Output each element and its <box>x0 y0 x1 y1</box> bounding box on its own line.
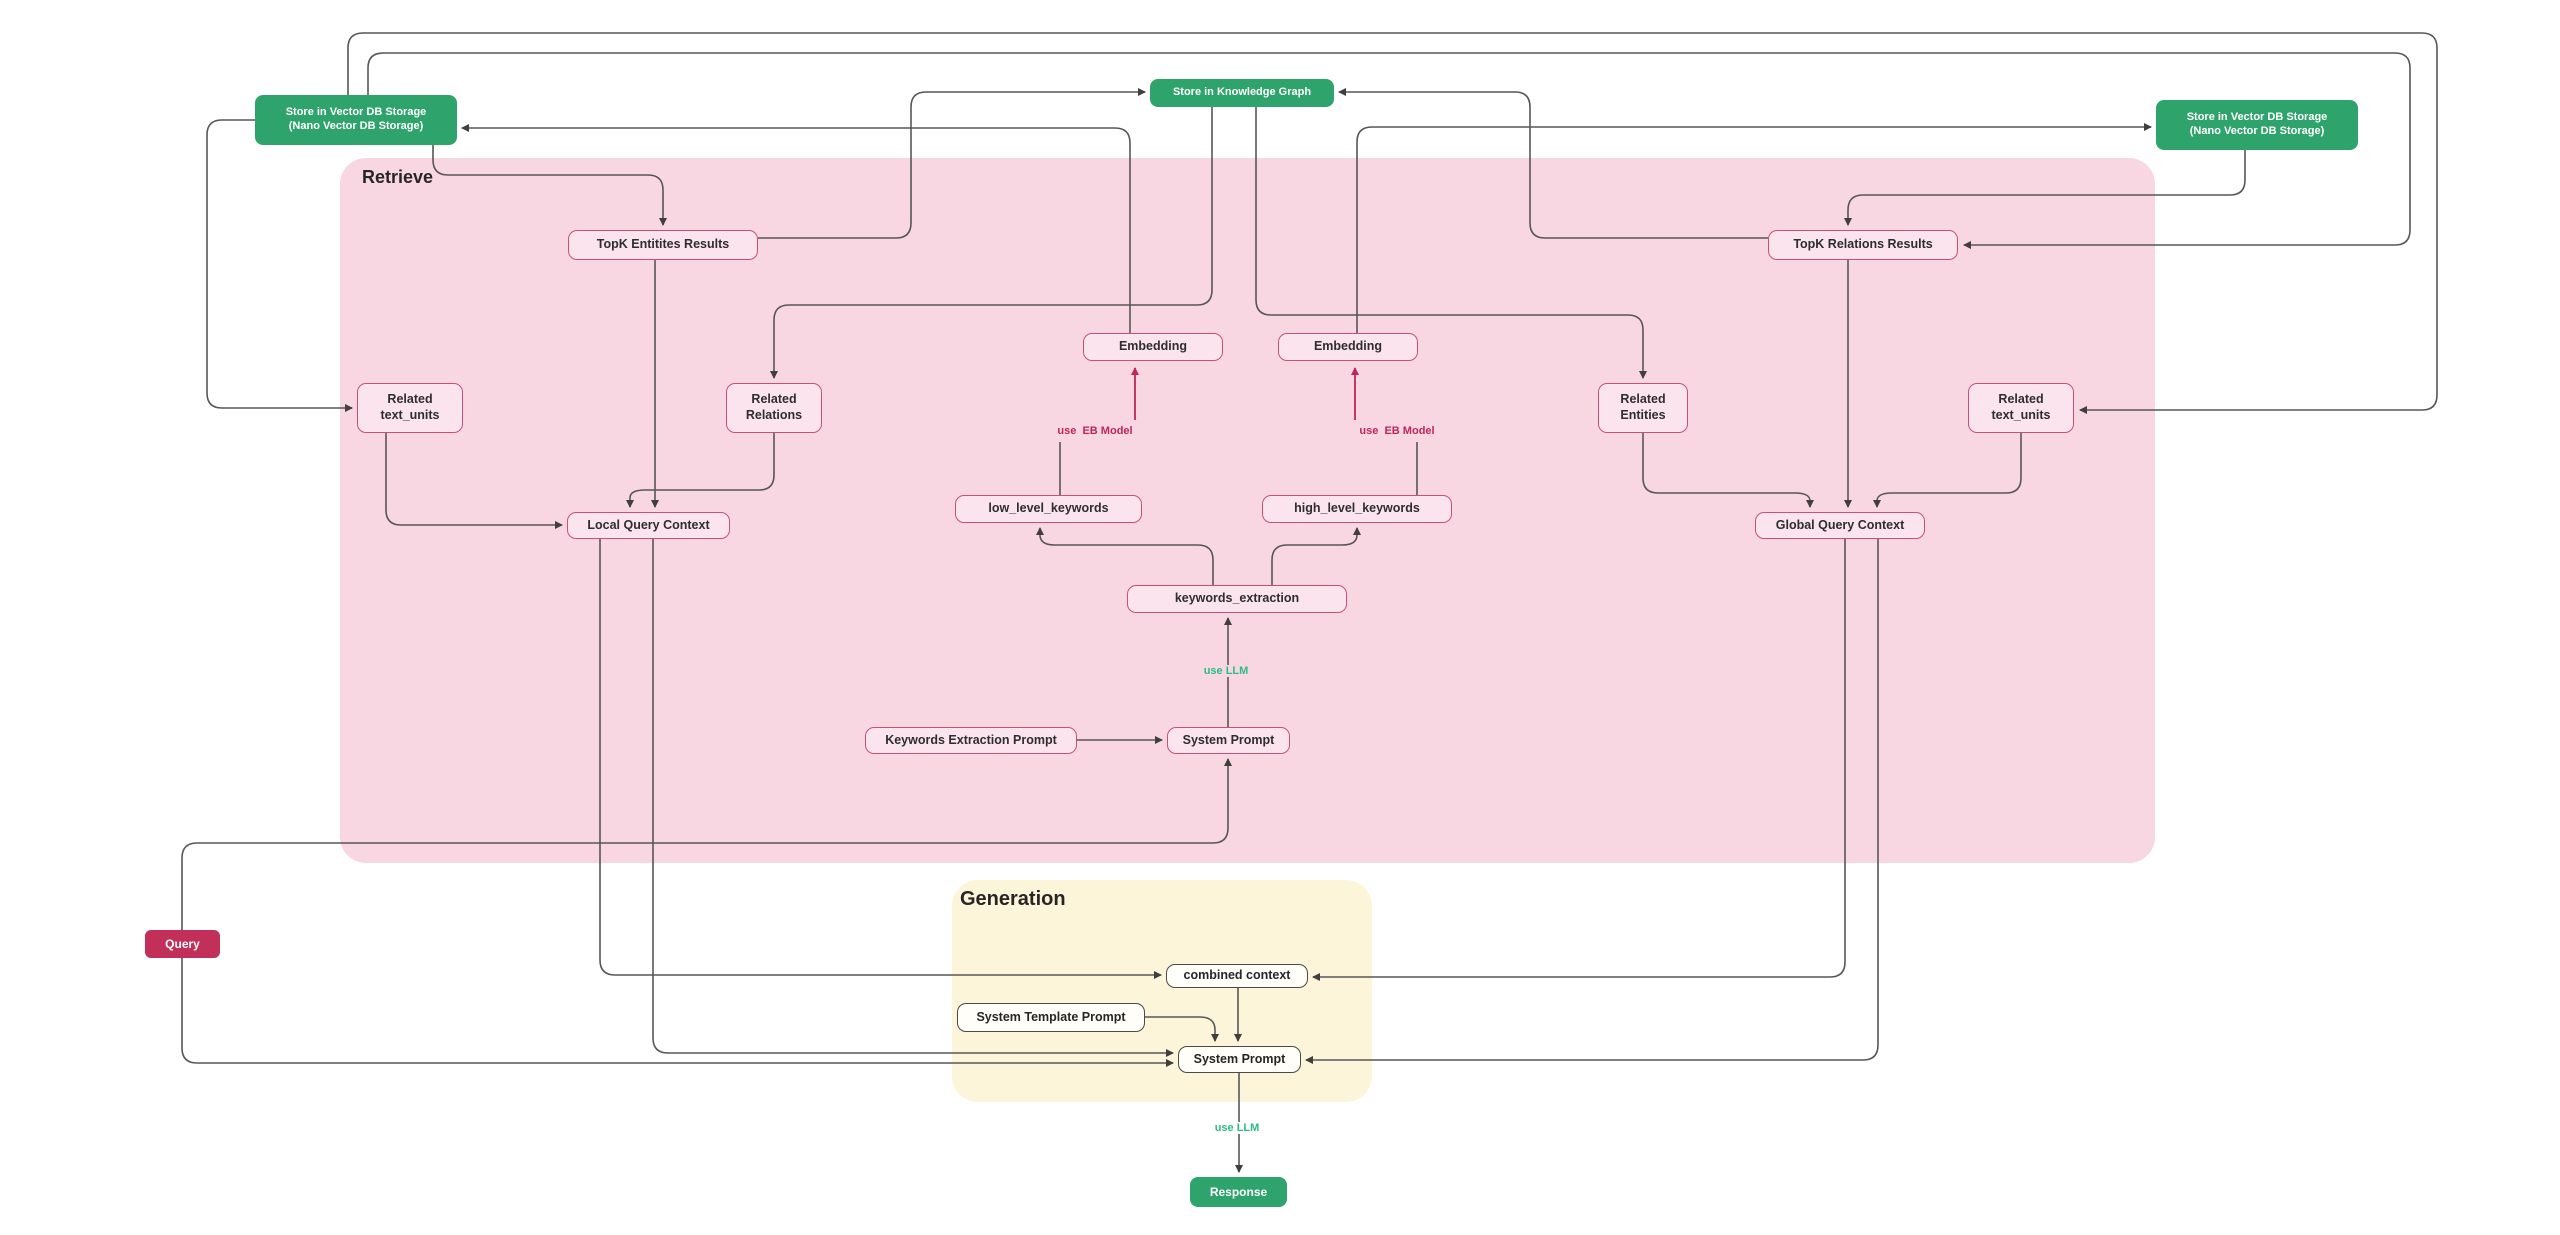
edge-related-entities-to-global <box>1642 433 1814 508</box>
edge-vecdb-left-to-topk-entities <box>432 145 667 226</box>
related-entities-line2: Entities <box>1620 408 1666 422</box>
topk-relations-results-label: TopK Relations Results <box>1793 237 1933 252</box>
related-text-units-left-node: Related text_units <box>357 383 463 433</box>
edge-template-to-sysprompt <box>1145 1016 1219 1042</box>
global-query-context-label: Global Query Context <box>1775 517 1905 532</box>
system-prompt-generation-label: System Prompt <box>1193 1051 1286 1066</box>
keywords-extraction-label: keywords_extraction <box>1174 591 1300 606</box>
response-node: Response <box>1190 1177 1287 1207</box>
edge-vecdb-left-to-related-text-units <box>206 119 353 412</box>
edge-topk-entities-to-kg <box>758 88 1146 239</box>
store-knowledge-graph-node: Store in Knowledge Graph <box>1150 79 1334 107</box>
store-vector-db-left-node: Store in Vector DB Storage (Nano Vector … <box>255 95 457 145</box>
related-entities-node: Related Entities <box>1598 383 1688 433</box>
local-query-context-label: Local Query Context <box>587 517 710 532</box>
edge-related-text-units-to-local <box>385 433 563 529</box>
global-query-context-node: Global Query Context <box>1755 512 1925 539</box>
embedding-right-label: Embedding <box>1313 339 1383 354</box>
related-text-units-right-line1: Related <box>1998 392 2044 407</box>
edge-extraction-to-low-level <box>1036 527 1214 585</box>
edge-query-to-sysprompt-generation <box>181 958 1174 1067</box>
store-knowledge-graph-label: Store in Knowledge Graph <box>1172 86 1312 99</box>
system-prompt-retrieve-node: System Prompt <box>1167 727 1290 754</box>
combined-context-label: combined context <box>1183 968 1291 983</box>
high-level-keywords-node: high_level_keywords <box>1262 495 1452 523</box>
low-level-keywords-label: low_level_keywords <box>988 501 1109 516</box>
system-template-prompt-label: System Template Prompt <box>976 1009 1126 1024</box>
use-eb-model-left-label: use EB Model <box>1053 425 1137 437</box>
store-vector-db-right-line1: Store in Vector DB Storage <box>2186 111 2328 124</box>
combined-context-node: combined context <box>1166 964 1308 988</box>
edge-global-to-sysprompt-generation <box>1305 539 1879 1064</box>
related-entities-line1: Related <box>1620 392 1666 407</box>
system-prompt-retrieve-label: System Prompt <box>1182 732 1275 747</box>
query-node: Query <box>145 930 220 958</box>
edge-local-to-combined <box>599 539 1162 979</box>
edge-related-relations-to-local <box>626 433 775 508</box>
related-relations-line1: Related <box>751 392 797 407</box>
store-vector-db-right-line2: (Nano Vector DB Storage) <box>2189 125 2325 137</box>
related-text-units-right-node: Related text_units <box>1968 383 2074 433</box>
edge-local-to-sysprompt-generation <box>652 539 1174 1057</box>
edge-vecdb-right-to-topk-relations <box>1844 150 2246 226</box>
edge-topk-relations-to-kg <box>1338 88 1768 239</box>
edge-kg-to-related-entities <box>1255 107 1647 379</box>
edge-global-to-combined <box>1312 539 1846 981</box>
generation-region <box>952 880 1372 1102</box>
retrieve-region-title: Retrieve <box>362 167 434 187</box>
keywords-extraction-node: keywords_extraction <box>1127 585 1347 613</box>
topk-relations-results-node: TopK Relations Results <box>1768 230 1958 260</box>
keywords-extraction-prompt-node: Keywords Extraction Prompt <box>865 727 1077 754</box>
edge-loop-outer <box>347 32 2438 414</box>
system-prompt-generation-node: System Prompt <box>1178 1046 1301 1073</box>
edge-query-to-sysprompt-retrieve <box>181 758 1232 930</box>
topk-entities-results-label: TopK Entitites Results <box>596 237 730 252</box>
edge-extraction-to-high-level <box>1271 527 1361 585</box>
store-vector-db-left-line2: (Nano Vector DB Storage) <box>288 120 424 132</box>
generation-region-title: Generation <box>960 888 1066 910</box>
related-text-units-right-line2: text_units <box>1991 408 2051 422</box>
edge-kg-to-related-relations <box>770 107 1213 379</box>
related-relations-line2: Relations <box>745 408 803 422</box>
store-vector-db-left-line1: Store in Vector DB Storage <box>285 106 427 119</box>
store-vector-db-right-node: Store in Vector DB Storage (Nano Vector … <box>2156 100 2358 150</box>
edge-loop-inner <box>367 52 2411 249</box>
edge-embedding-to-vecdb-left <box>461 124 1131 333</box>
local-query-context-node: Local Query Context <box>567 512 730 539</box>
embedding-right-node: Embedding <box>1278 333 1418 361</box>
related-text-units-left-line2: text_units <box>380 408 440 422</box>
embedding-left-label: Embedding <box>1118 339 1188 354</box>
keywords-extraction-prompt-label: Keywords Extraction Prompt <box>885 732 1057 747</box>
embedding-left-node: Embedding <box>1083 333 1223 361</box>
related-relations-node: Related Relations <box>726 383 822 433</box>
use-eb-model-right-label: use EB Model <box>1355 425 1439 437</box>
system-template-prompt-node: System Template Prompt <box>957 1003 1145 1032</box>
use-llm-extraction-label: use LLM <box>1199 665 1253 677</box>
related-text-units-left-line1: Related <box>387 392 433 407</box>
query-label: Query <box>165 936 200 951</box>
edge-related-text-units-to-global <box>1873 433 2022 508</box>
topk-entities-results-node: TopK Entitites Results <box>568 230 758 260</box>
low-level-keywords-node: low_level_keywords <box>955 495 1142 523</box>
response-label: Response <box>1209 1184 1268 1199</box>
high-level-keywords-label: high_level_keywords <box>1294 501 1420 516</box>
use-llm-generation-label: use LLM <box>1210 1122 1264 1134</box>
edge-embedding-to-vecdb-right <box>1356 123 2152 333</box>
